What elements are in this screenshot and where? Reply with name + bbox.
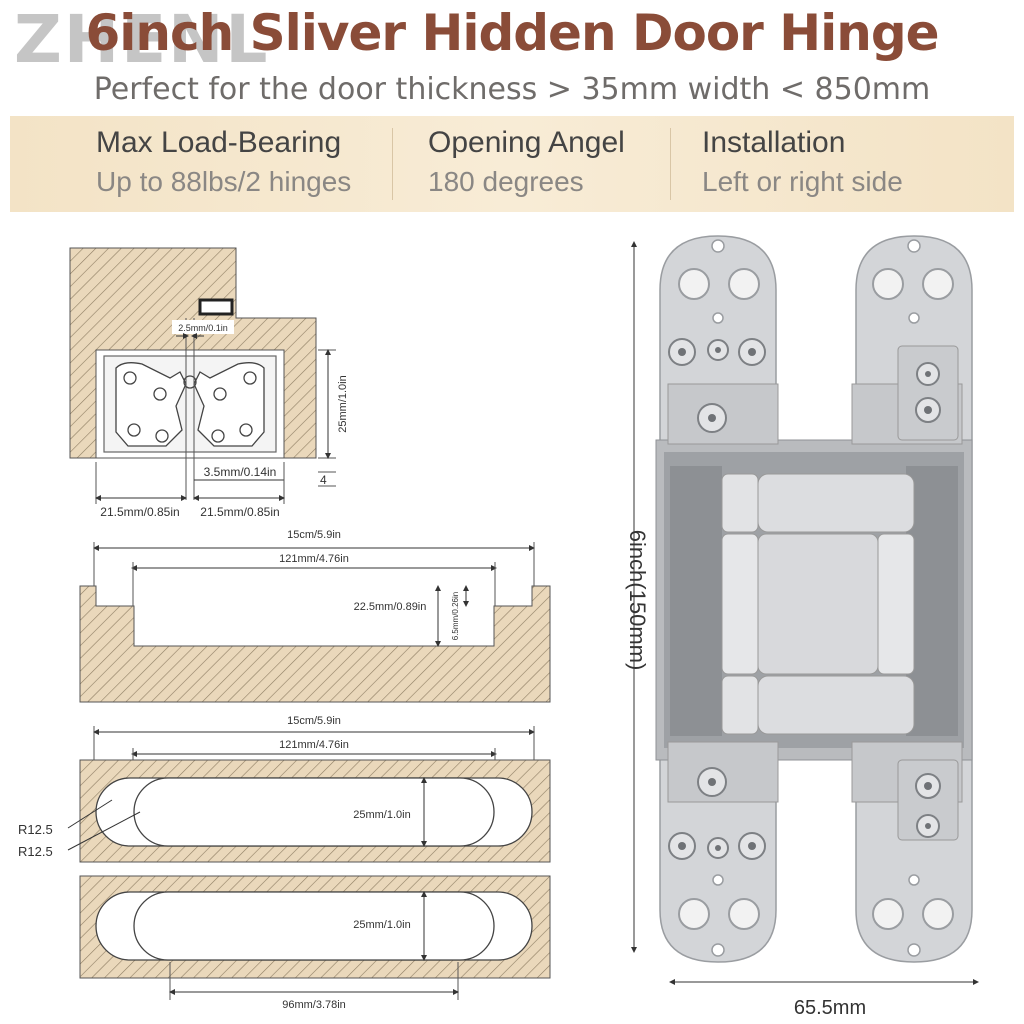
- spec-label: Opening Angel: [428, 126, 625, 159]
- screw-icon: [668, 338, 941, 860]
- spec-value: Up to 88lbs/2 hinges: [96, 166, 352, 197]
- dim-outer-radius: R12.5: [18, 822, 53, 837]
- spec-load-bearing: Max Load-Bearing Up to 88lbs/2 hinges: [96, 124, 351, 202]
- dim-width-label: 65.5mm: [794, 997, 866, 1019]
- dim-height-label: 6inch(150mm): [625, 530, 650, 671]
- dim-height: 25mm/1.0in: [337, 375, 349, 432]
- dim-right-width: 21.5mm/0.85in: [200, 505, 279, 519]
- page-title: 6inch Sliver Hidden Door Hinge: [85, 4, 939, 62]
- dim-screw-spacing: 96mm/3.78in: [282, 999, 346, 1011]
- dim-step: 6.5mm/0.26in: [451, 592, 460, 640]
- spec-divider: [392, 128, 393, 200]
- dim-inner-length: 121mm/4.76in: [279, 553, 349, 565]
- spec-band: Max Load-Bearing Up to 88lbs/2 hinges Op…: [10, 116, 1014, 212]
- dim-width: 25mm/1.0in: [353, 809, 410, 821]
- drawing-mortise-plan-2: 25mm/1.0in 96mm/3.78in: [79, 875, 551, 1011]
- drawing-top-view: 2.5mm/0.1in 25mm/1.0in 3.5mm/0.14in 4 21…: [69, 247, 349, 519]
- spec-label: Installation: [702, 126, 846, 159]
- watermark: ZHENL: [14, 1, 270, 78]
- dim-left-width: 21.5mm/0.85in: [100, 505, 179, 519]
- dim-total-length-2: 15cm/5.9in: [287, 715, 341, 727]
- spec-opening-angle: Opening Angel 180 degrees: [428, 124, 625, 202]
- dim-gap: 2.5mm/0.1in: [178, 323, 228, 333]
- spec-divider: [670, 128, 671, 200]
- spec-installation: Installation Left or right side: [702, 124, 903, 202]
- knuckle-icon: [721, 473, 759, 533]
- hinge-illustration: 6inch(150mm) 65.5mm: [625, 235, 979, 1019]
- spec-value: 180 degrees: [428, 166, 584, 197]
- dim-depth: 22.5mm/0.89in: [354, 601, 427, 613]
- dim-width-2: 25mm/1.0in: [353, 919, 410, 931]
- dim-inner-length-2: 121mm/4.76in: [279, 739, 349, 751]
- page-subtitle: Perfect for the door thickness > 35mm wi…: [93, 72, 931, 107]
- dim-total-length: 15cm/5.9in: [287, 529, 341, 541]
- spec-value: Left or right side: [702, 166, 903, 197]
- dim-center-gap: 3.5mm/0.14in: [204, 465, 277, 479]
- dim-small-mark: 4: [320, 473, 327, 487]
- dim-inner-radius: R12.5: [18, 844, 53, 859]
- drawing-side-section: 15cm/5.9in 121mm/4.76in 22.5mm/0.89in 6.…: [79, 529, 551, 703]
- drawing-mortise-plan: 15cm/5.9in 121mm/4.76in 25mm/1.0in R12.5…: [18, 715, 551, 863]
- spec-label: Max Load-Bearing: [96, 126, 342, 159]
